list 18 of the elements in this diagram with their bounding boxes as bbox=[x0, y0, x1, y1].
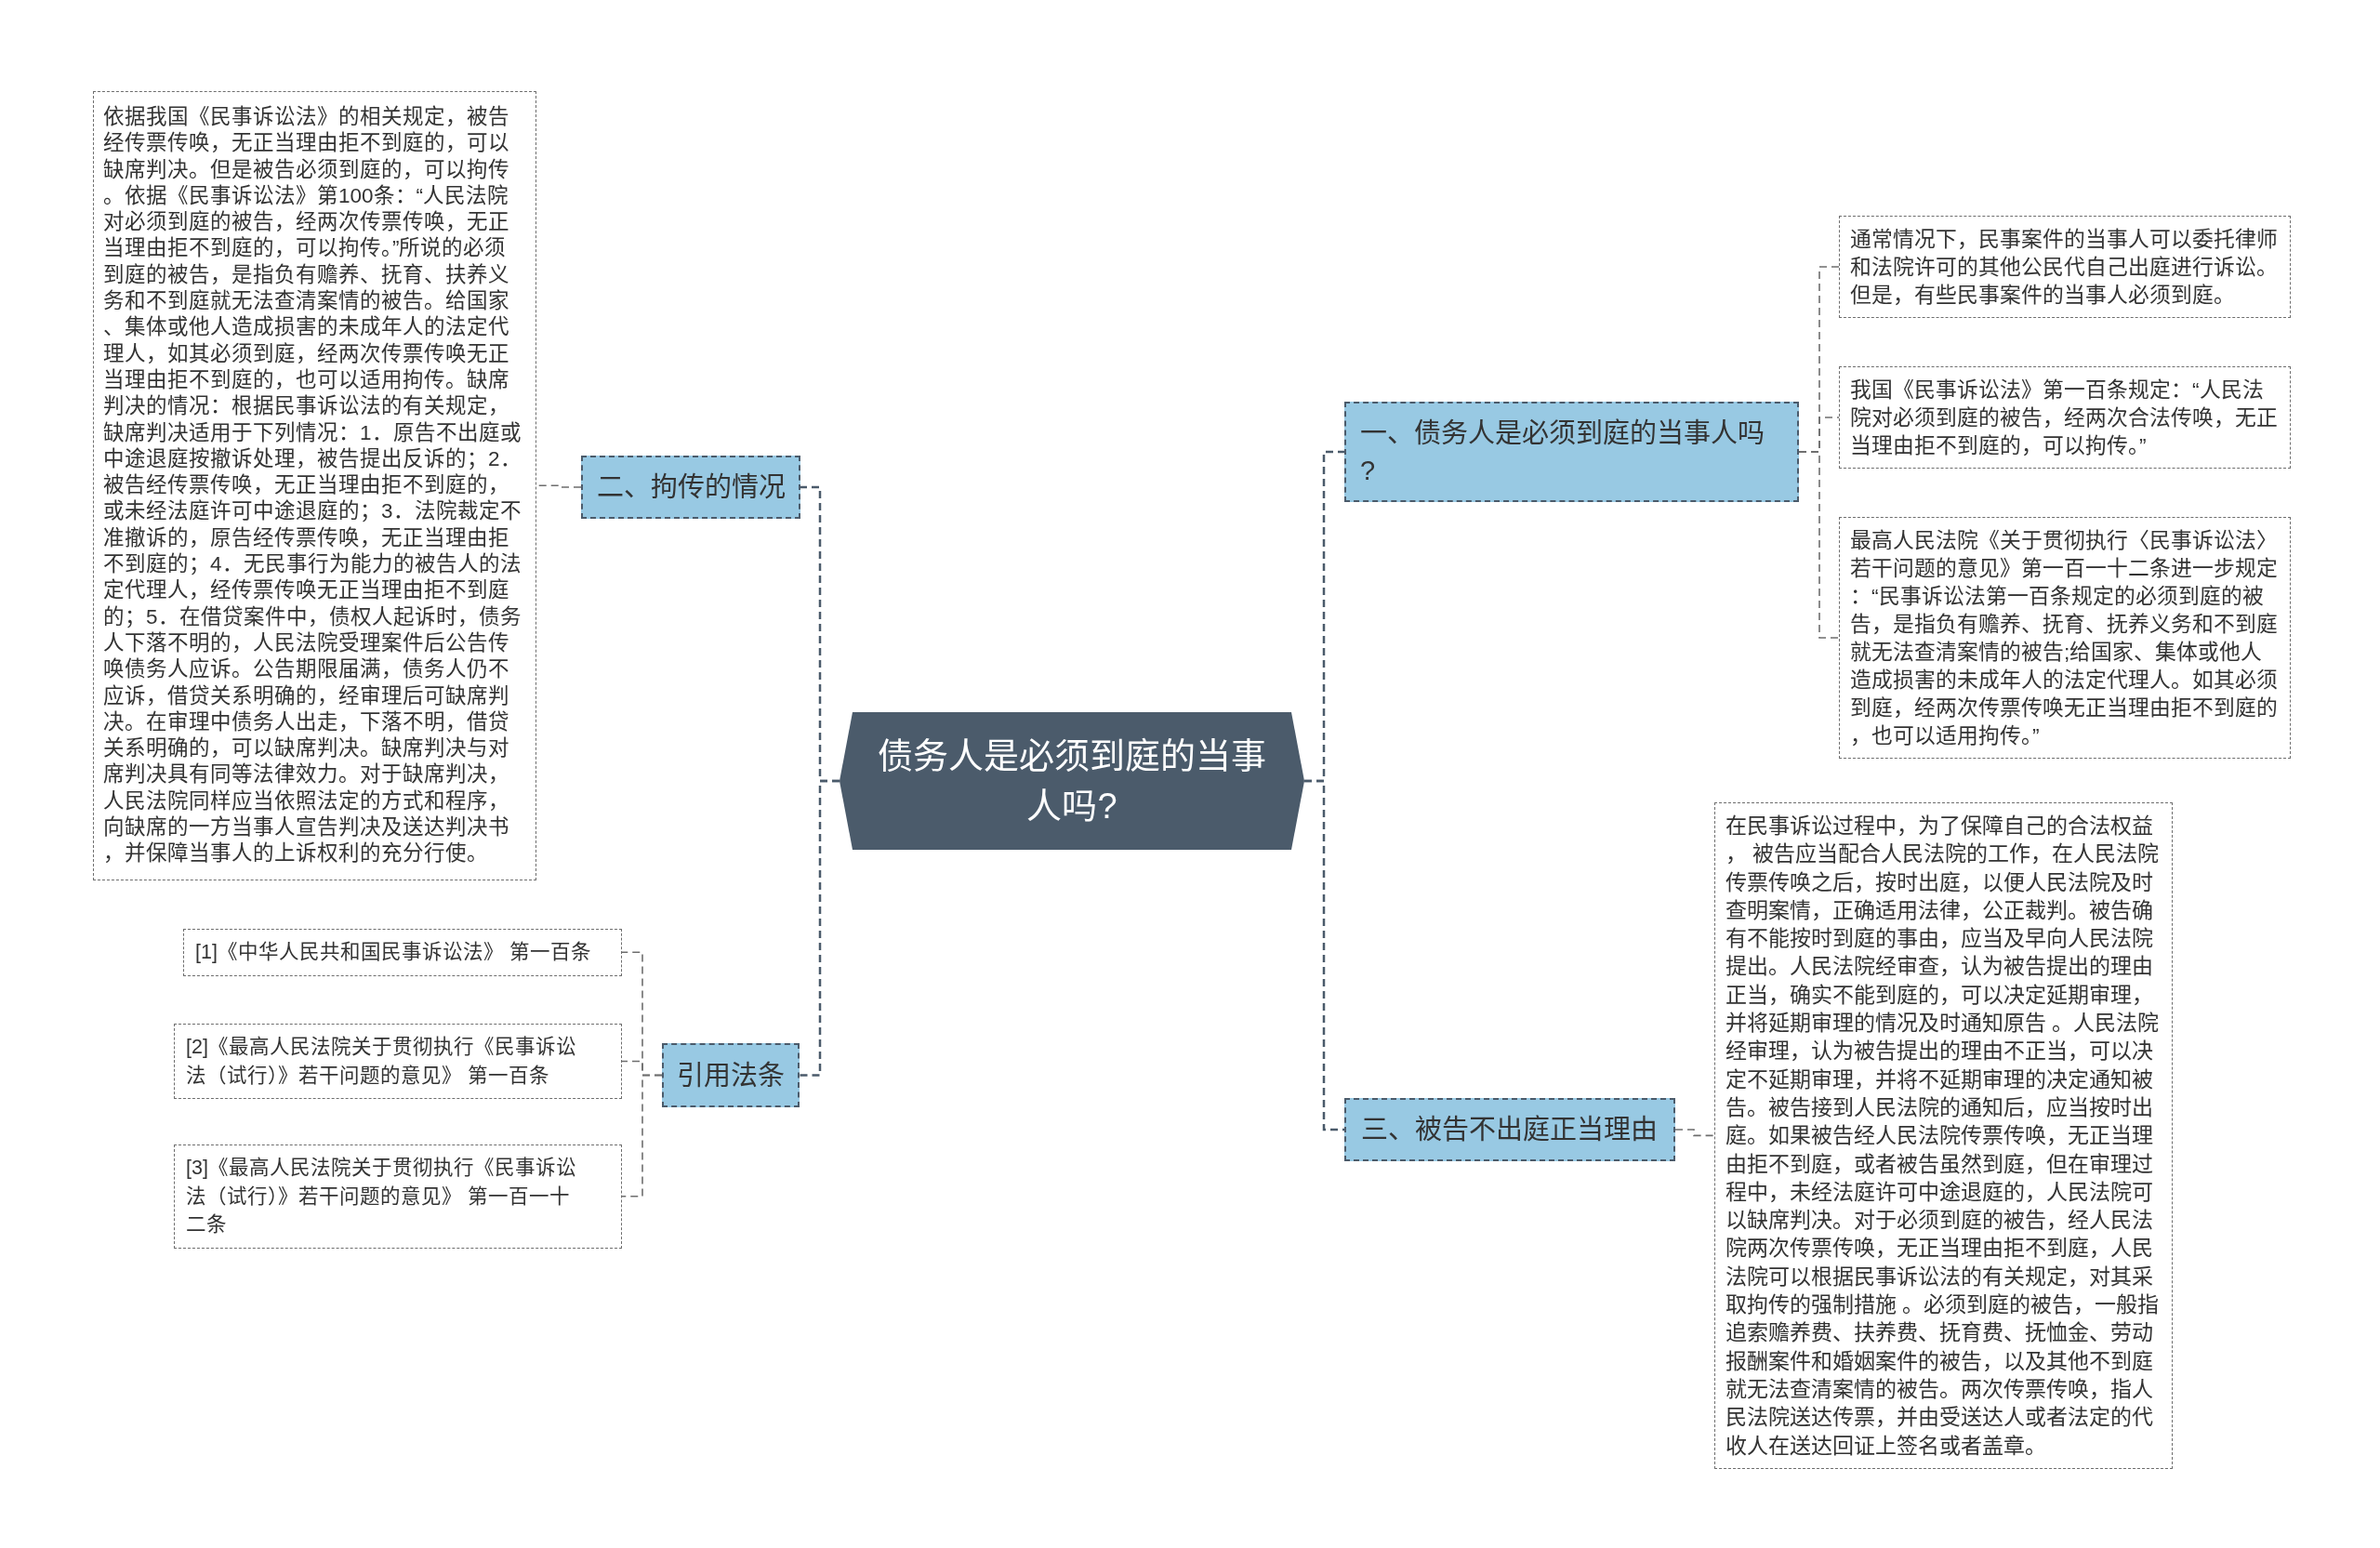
subtopic-card: 三、被告不出庭正当理由 bbox=[1344, 1098, 1675, 1161]
note-card: 依据我国《民事诉讼法》的相关规定，被告经传票传唤，无正当理由拒不到庭的，可以缺席判决。但是被告必须到庭的，可以拘传。依据《民事诉讼法》第100条：“人民法院对必须到庭的被告，经两次传票传唤，无正当理由拒不到庭的，可以拘传。”所说的必须到庭的被告，是指负有赡养、抚育、扶养义务和不到庭就无法查清案情的被告。给国家、集体或他人造成损害的未成年人的法定代理人，如其必须到庭，经两次传票传唤无正当理由拒不到庭的，也可以适用拘传。缺席判决的情况：根据民事诉讼法的有关规定，缺席判决适用于下列情况：1．原告不出庭或中途退庭按撤诉处理，被告提出反诉的；2．被告经传票传唤，无正当理由拒不到庭的，或未经法庭许可中途退庭的；3．法院裁定不准撤诉的，原告经传票传唤，无正当理由拒不到庭的；4．无民事行为能力的被告人的法定代理人，经传票传唤无正当理由拒不到庭的；5．在借贷案件中，债权人起诉时，债务人下落不明的，人民法院受理案件后公告传唤债务人应诉。公告期限届满，债务人仍不应诉，借贷关系明确的，经审理后可缺席判决。在审理中债务人出走，下落不明，借贷关系明确的，可以缺席判决。缺席判决与对席判决具有同等法律效力。对于缺席判决，人民法院同样应当依照法定的方式和程序，向缺席的一方当事人宣告判决及送达判决书，并保障当事人的上诉权利的充分行使。 bbox=[93, 91, 536, 880]
note-card: 在民事诉讼过程中，为了保障自己的合法权益， 被告应当配合人民法院的工作，在人民法院传票传唤之后，按时出庭，以便人民法院及时查明案情，正确适用法律，公正裁判。被告确有不能按时到庭的事由，应当及早向人民法院提出。人民法院经审查，认为被告提出的理由正当，确实不能到庭的，可以决定延期审理，并将延期审理的情况及时通知原告 。人民法院经审理，认为被告提出的理由不正当，可以决定不延期审理，并将不延期审理的决定通知被告。被告接到人民法院的通知后，应当按时出庭。如果被告经人民法院传票传唤，无正当理由拒不到庭，或者被告虽然到庭，但在审理过程中，未经法庭许可中途退庭的，人民法院可以缺席判决。对于必须到庭的被告，经人民法院两次传票传唤，无正当理由拒不到庭，人民法院可以根据民事诉讼法的有关规定，对其采取拘传的强制措施 。必须到庭的被告，一般指追索赡养费、扶养费、抚育费、抚恤金、劳动报酬案件和婚姻案件的被告，以及其他不到庭就无法查清案情的被告。两次传票传唤，指人民法院送达传票，并由受送达人或者法定的代收人在送达回证上签名或者盖章。 bbox=[1714, 802, 2173, 1469]
connector-line bbox=[1304, 779, 1344, 1131]
citation-card: [1]《中华人民共和国民事诉讼法》 第一百条 bbox=[183, 929, 622, 976]
note-card: 通常情况下，民事案件的当事人可以委托律师和法院许可的其他公民代自己出庭进行诉讼。但是，有些民事案件的当事人必须到庭。 bbox=[1839, 216, 2291, 318]
connector-line bbox=[1674, 1129, 1715, 1137]
note-card: 最高人民法院《关于贯彻执行〈民事诉讼法〉若干问题的意见》第一百一十二条进一步规定：“民事诉讼法第一百条规定的必须到庭的被告，是指负有赡养、抚育、抚养义务和不到庭就无法查清案情的被告;给国家、集体或他人造成损害的未成年人的法定代理人。如其必须到庭，经两次传票传唤无正当理由拒不到庭的，也可以适用拘传。” bbox=[1839, 517, 2291, 759]
central-topic: 债务人是必须到庭的当事人吗? bbox=[840, 712, 1304, 850]
citation-card: [3]《最高人民法院关于贯彻执行《民事诉讼法（试行）》若干问题的意见》 第一百一十二条 bbox=[174, 1144, 622, 1249]
connector-line bbox=[1798, 451, 1840, 639]
subtopic-card: 二、拘传的情况 bbox=[581, 456, 800, 519]
subtopic-card: 一、债务人是必须到庭的当事人吗? bbox=[1344, 402, 1799, 502]
citation-card: [2]《最高人民法院关于贯彻执行《民事诉讼法（试行）》若干问题的意见》 第一百条 bbox=[174, 1024, 622, 1099]
subtopic-card: 引用法条 bbox=[662, 1043, 800, 1107]
note-card: 我国《民事诉讼法》第一百条规定：“人民法院对必须到庭的被告，经两次合法传唤，无正当理由拒不到庭的，可以拘传。” bbox=[1839, 366, 2291, 469]
connector-line bbox=[800, 779, 840, 1077]
connector-line bbox=[621, 1074, 663, 1197]
